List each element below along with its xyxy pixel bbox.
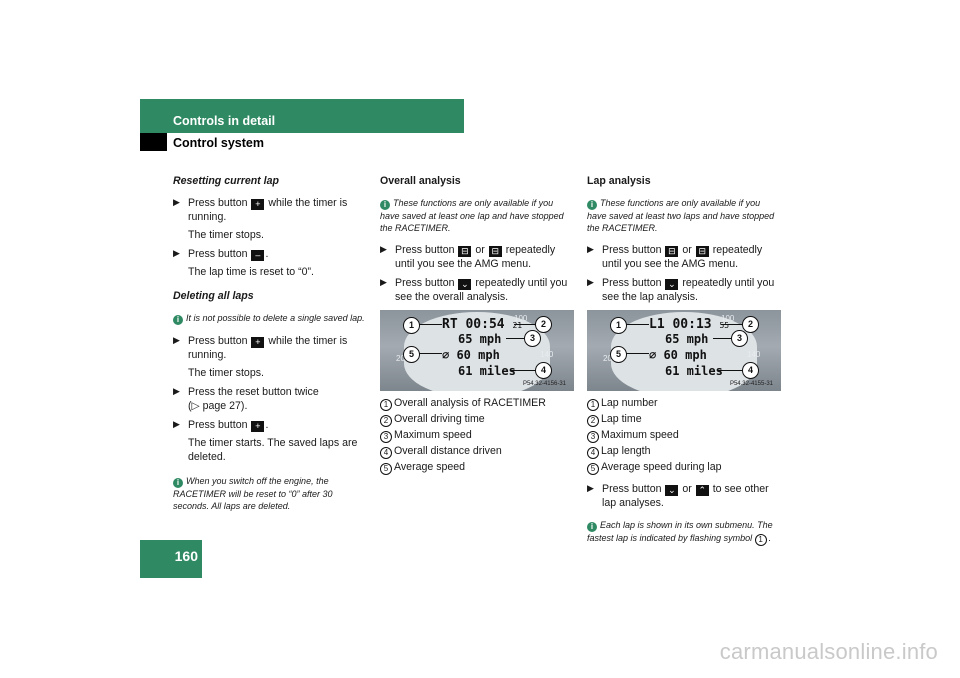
plus-button-icon: + [251, 198, 265, 210]
arrow-icon: ▶ [173, 418, 180, 429]
symbol-1: 1 [754, 534, 767, 547]
header-marker [140, 133, 167, 151]
down-button-icon: ⌄ [458, 279, 472, 291]
figure-code: P54.32-4156-31 [522, 381, 566, 388]
column-resetting: Resetting current lap ▶ Press button + w… [173, 175, 368, 522]
info-icon: i [173, 477, 183, 488]
heading-resetting-lap: Resetting current lap [173, 175, 279, 187]
callout-4: 4 [742, 362, 759, 380]
section-title: Controls in detail [173, 114, 276, 128]
step-overall-analysis: ▶ Press button ⌄ repeatedly until you se… [380, 277, 568, 304]
racetimer-display-lap: 100 140 20 L1 00:13 55 65 mph ∅ 60 mph 6… [587, 310, 781, 392]
menu-back-button-icon: ⊟ [665, 246, 679, 258]
info-icon: i [587, 522, 597, 533]
step-other-laps: ▶ Press button ⌄ or ⌃ to see other lap a… [587, 483, 769, 510]
step-press-plus-start: ▶ Press button +. The timer starts. The … [173, 419, 368, 465]
watermark: carmanualsonline.info [719, 638, 938, 664]
display-line-3: ∅ 60 mph [649, 348, 707, 363]
page-reference-link[interactable]: (▷ page 27). [188, 399, 248, 412]
display-line-2: 65 mph [665, 332, 709, 347]
down-button-icon: ⌄ [665, 485, 679, 497]
step-amg-menu: ▶ Press button ⊟ or ⊟ repeatedly until y… [587, 244, 763, 271]
lcd-screen [404, 312, 550, 392]
plus-button-icon: + [251, 336, 265, 348]
arrow-icon: ▶ [173, 334, 180, 345]
arrow-icon: ▶ [173, 196, 180, 207]
menu-back-button-icon: ⊟ [458, 246, 472, 258]
menu-forward-button-icon: ⊟ [488, 246, 502, 258]
arrow-icon: ▶ [587, 483, 594, 494]
callout-3: 3 [731, 330, 748, 348]
info-icon: i [380, 199, 390, 210]
callout-2: 2 [535, 316, 552, 334]
heading-deleting-laps: Deleting all laps [173, 289, 254, 302]
step-amg-menu: ▶ Press button ⊟ or ⊟ repeatedly until y… [380, 244, 556, 271]
callout-5: 5 [403, 346, 420, 364]
subsection-title: Control system [173, 136, 264, 150]
step-press-plus: ▶ Press button + while the timer is runn… [173, 197, 368, 243]
header-bar [140, 99, 464, 133]
page-number-box [140, 540, 202, 578]
page-number: 160 [174, 548, 198, 564]
callout-1: 1 [403, 317, 420, 335]
display-line-2: 65 mph [458, 332, 502, 347]
callout-2: 2 [742, 316, 759, 334]
display-line-1: RT 00:54 21 [442, 317, 523, 333]
display-line-3: ∅ 60 mph [442, 348, 500, 363]
arrow-icon: ▶ [380, 244, 387, 255]
step-result: The timer starts. The saved laps are del… [188, 436, 358, 463]
step-reset-twice: ▶ Press the reset button twice (▷ page 2… [173, 386, 368, 414]
heading-lap-analysis: Lap analysis [587, 175, 651, 187]
arrow-icon: ▶ [173, 247, 180, 258]
info-icon: i [173, 314, 183, 325]
step-result: The lap time is reset to “0”. [188, 265, 314, 278]
menu-forward-button-icon: ⊟ [695, 246, 709, 258]
callout-1: 1 [610, 317, 627, 335]
callout-5: 5 [610, 346, 627, 364]
arrow-icon: ▶ [587, 244, 594, 255]
step-result: The timer stops. [188, 366, 264, 379]
up-button-icon: ⌃ [695, 485, 709, 497]
display-line-4: 61 miles [665, 364, 723, 379]
step-result: The timer stops. [188, 228, 264, 241]
info-icon: i [587, 199, 597, 210]
step-press-plus: ▶ Press button + while the timer is runn… [173, 335, 368, 381]
step-lap-analysis: ▶ Press button ⌄ repeatedly until you se… [587, 277, 775, 304]
lcd-screen [611, 312, 757, 392]
minus-button-icon: – [251, 249, 265, 261]
heading-overall-analysis: Overall analysis [380, 175, 461, 187]
arrow-icon: ▶ [173, 385, 180, 396]
step-press-minus: ▶ Press button –. The lap time is reset … [173, 248, 368, 280]
display-line-4: 61 miles [458, 364, 516, 379]
down-button-icon: ⌄ [665, 279, 679, 291]
callout-3: 3 [524, 330, 541, 348]
plus-button-icon: + [251, 420, 265, 432]
arrow-icon: ▶ [587, 277, 594, 288]
callout-4: 4 [535, 362, 552, 380]
racetimer-display-overall: 100 140 20 RT 00:54 21 65 mph ∅ 60 mph 6… [380, 310, 574, 392]
figure-code: P54.32-4155-31 [729, 381, 773, 388]
display-line-1: L1 00:13 55 [649, 317, 730, 333]
arrow-icon: ▶ [380, 277, 387, 288]
